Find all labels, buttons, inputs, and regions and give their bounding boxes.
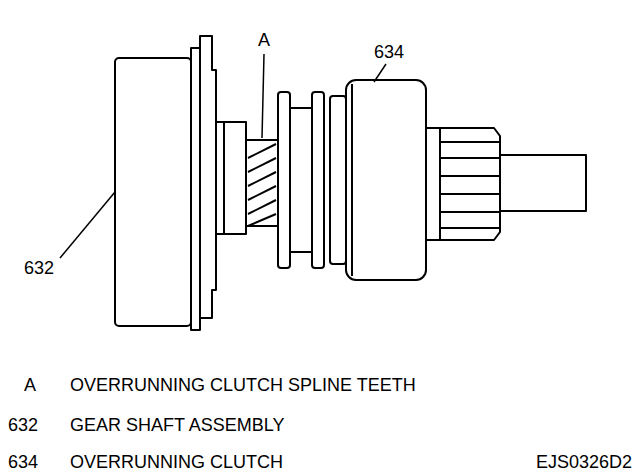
pinion-tooth <box>440 157 500 159</box>
legend-description: GEAR SHAFT ASSEMBLY <box>70 415 284 435</box>
pinion-teeth <box>440 128 500 240</box>
pinion-tooth <box>440 141 500 143</box>
legend-description: OVERRUNNING CLUTCH <box>70 452 283 472</box>
legend-key: 632 <box>8 415 38 435</box>
mounting-flange <box>191 36 216 330</box>
spline-tooth <box>248 158 276 172</box>
callout-letter: A <box>256 30 272 50</box>
leader-line <box>374 64 386 82</box>
pinion-edge <box>439 128 441 240</box>
clutch-ring <box>330 96 346 264</box>
collar-flange <box>278 92 290 268</box>
legend-description: OVERRUNNING CLUTCH SPLINE TEETH <box>70 375 416 395</box>
leader-lines <box>60 54 386 258</box>
hub-edge <box>223 122 225 234</box>
leader-line <box>262 54 264 138</box>
leader-line <box>60 192 115 258</box>
callout-number: 632 <box>22 258 56 278</box>
legend-key: 634 <box>8 452 38 472</box>
collar-spool <box>290 108 312 252</box>
shaft-hub <box>216 122 246 234</box>
flange-edge <box>199 48 201 318</box>
spline-tooth <box>248 214 276 226</box>
clutch-housing <box>346 80 426 280</box>
spline-tooth <box>248 186 276 200</box>
pinion-tooth <box>440 193 500 195</box>
figure-code: EJS0326D2 <box>536 452 632 472</box>
pinion-shaft <box>500 155 586 211</box>
gear-shaft-assembly <box>115 36 278 330</box>
pinion-tooth <box>440 175 500 177</box>
legend-key: A <box>24 375 36 395</box>
callout-number: 634 <box>372 42 406 62</box>
spline-tooth <box>248 200 276 214</box>
overrunning-clutch <box>278 80 586 280</box>
splined-shaft <box>246 140 278 226</box>
housing-edge <box>351 84 353 276</box>
spline-teeth <box>248 144 276 226</box>
collar-flange <box>312 92 324 268</box>
housing-body <box>115 58 191 326</box>
pinion-tooth <box>440 211 500 213</box>
pinion-tooth <box>440 227 500 229</box>
spline-tooth <box>248 172 276 186</box>
drive-pinion <box>426 128 500 240</box>
spline-tooth <box>248 144 276 158</box>
